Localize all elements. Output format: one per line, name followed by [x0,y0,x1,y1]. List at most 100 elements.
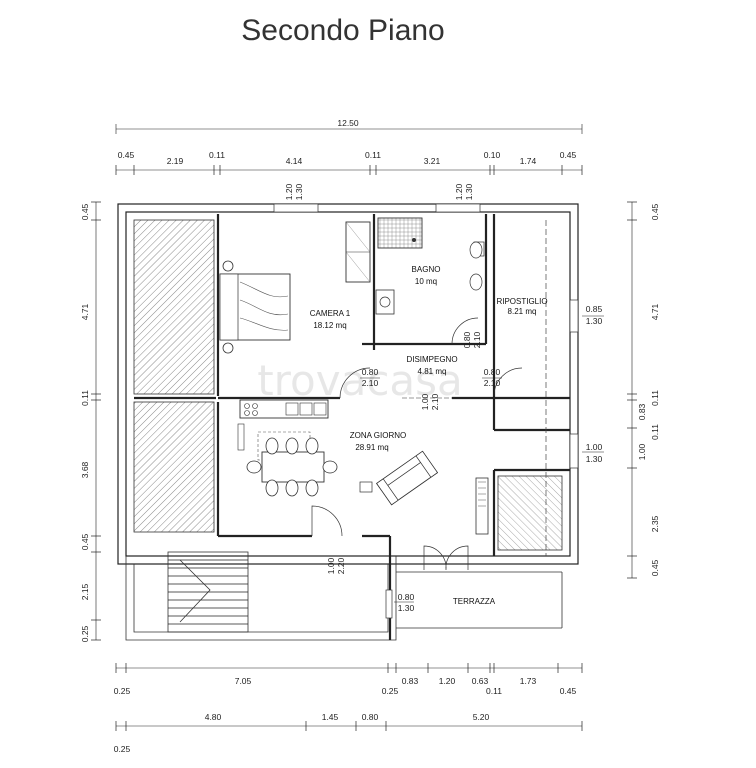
windows [273,203,579,619]
room-area-zona-giorno: 28.91 mq [355,443,388,452]
bidet-icon [469,273,483,291]
room-name-camera: CAMERA 1 [310,309,351,318]
toilet-icon [469,241,485,259]
room-area-disimpegno: 4.81 mq [418,367,447,376]
room-name-bagno: BAGNO [412,265,441,274]
entry-door-icon [311,505,343,537]
dim-left-seg: 3.68 [80,461,90,478]
dim-bottom2-seg: 4.80 [205,712,222,722]
svg-text:2.10: 2.10 [430,393,440,410]
dim-top-seg: 4.14 [286,156,303,166]
bagno-door-icon [451,317,479,345]
dims-bottom: 0.25 7.05 0.25 0.83 1.20 0.63 0.11 1.73 … [114,663,583,754]
dim-bottom-seg: 0.63 [472,676,489,686]
svg-text:1.30: 1.30 [294,183,304,200]
dim-bottom-seg: 0.25 [382,686,399,696]
dim-bottom-seg: 1.73 [520,676,537,686]
svg-text:0.80: 0.80 [462,331,472,348]
dim-bottom-seg: 0.25 [114,686,131,696]
dim-left-seg: 0.45 [80,203,90,220]
dim-bottom-seg: 7.05 [235,676,252,686]
page-title: Secondo Piano [241,14,445,47]
room-area-ripostiglio: 8.21 mq [508,307,537,316]
room-name-terrazza: TERRAZZA [453,597,496,606]
svg-text:1.00: 1.00 [326,557,336,574]
svg-text:1.20: 1.20 [284,183,294,200]
dims-right: 0.45 4.71 0.83 0.11 1.00 2.35 0.45 0.11 [627,201,660,579]
kitchen-counter-icon [237,399,329,451]
svg-text:2.10: 2.10 [472,331,482,348]
svg-text:1.00: 1.00 [420,393,430,410]
coffee-table-icon [359,481,373,493]
dim-top-seg: 0.11 [209,150,225,160]
room-name-zona-giorno: ZONA GIORNO [350,431,406,440]
dim-top-seg: 1.74 [520,156,537,166]
svg-text:1.20: 1.20 [454,183,464,200]
stairs-icon [167,551,249,633]
dim-top-seg: 2.19 [167,156,184,166]
dim-top-seg: 0.45 [560,150,577,160]
dims-top: 12.50 0.45 2.19 0.11 4.14 0.11 3.21 0.10… [115,118,583,175]
dim-left-seg: 0.11 [80,390,90,406]
svg-text:0.80: 0.80 [484,367,501,377]
shower-icon [377,217,423,249]
roof-area-right [497,475,563,551]
dim-bottom-seg: 0.11 [486,686,502,696]
svg-text:1.30: 1.30 [464,183,474,200]
dim-right-seg: 2.35 [650,515,660,532]
svg-text:2.10: 2.10 [484,378,501,388]
bed-icon [219,260,291,354]
dim-right-seg: 0.11 [650,424,660,440]
room-area-bagno: 10 mq [415,277,437,286]
dim-bottom-seg: 0.83 [402,676,419,686]
dim-bottom2-seg: 1.45 [322,712,339,722]
wardrobe-icon [345,221,371,283]
svg-text:0.85: 0.85 [586,304,603,314]
opening-labels: 1.20 1.30 1.20 1.30 0.85 1.30 1.00 1.30 … [284,183,604,613]
ripostiglio-door-icon [493,367,523,397]
dim-right-seg: 0.45 [650,203,660,220]
dim-top-seg: 0.45 [118,150,135,160]
dim-right-seg: 0.11 [650,390,660,406]
dim-bottom2-seg: 0.80 [362,712,379,722]
sink-icon [375,289,395,315]
svg-text:1.30: 1.30 [398,603,415,613]
dim-bottom-seg: 1.20 [439,676,456,686]
dim-top-seg: 0.11 [365,150,381,160]
svg-text:1.30: 1.30 [586,454,603,464]
bookshelf-icon [475,477,489,535]
dim-left-seg: 2.15 [80,583,90,600]
room-name-ripostiglio: RIPOSTIGLIO [496,297,547,306]
dim-top-seg: 0.10 [484,150,501,160]
terrace-door-icon [423,545,469,571]
svg-text:1.00: 1.00 [586,442,603,452]
camera-door-icon [339,367,371,399]
roof-area-lower [133,401,215,533]
dim-bottom2-seg: 0.25 [114,744,131,754]
dims-left: 0.45 4.71 0.11 3.68 0.45 2.15 0.25 [80,201,101,642]
dim-left-seg: 0.25 [80,625,90,642]
svg-text:0.80: 0.80 [398,592,415,602]
svg-text:1.30: 1.30 [586,316,603,326]
dim-left-seg: 4.71 [80,303,90,320]
watermark: trovacasa [257,356,463,405]
dim-bottom2-seg: 5.20 [473,712,490,722]
room-name-disimpegno: DISIMPEGNO [406,355,457,364]
svg-text:2.20: 2.20 [336,557,346,574]
dim-right-seg: 4.71 [650,303,660,320]
dining-table-icon [246,431,338,497]
svg-text:2.10: 2.10 [362,378,379,388]
svg-text:0.80: 0.80 [362,367,379,377]
doors [311,317,523,571]
room-area-camera: 18.12 mq [313,321,346,330]
dim-right-seg: 1.00 [637,443,647,460]
dim-total-width: 12.50 [337,118,359,128]
dim-left-seg: 0.45 [80,533,90,550]
dim-top-seg: 3.21 [424,156,441,166]
dim-bottom-seg: 0.45 [560,686,577,696]
dim-right-seg: 0.83 [637,403,647,420]
sofa-icon [376,450,439,506]
building-walls [117,203,579,641]
roof-area-upper [133,219,215,395]
